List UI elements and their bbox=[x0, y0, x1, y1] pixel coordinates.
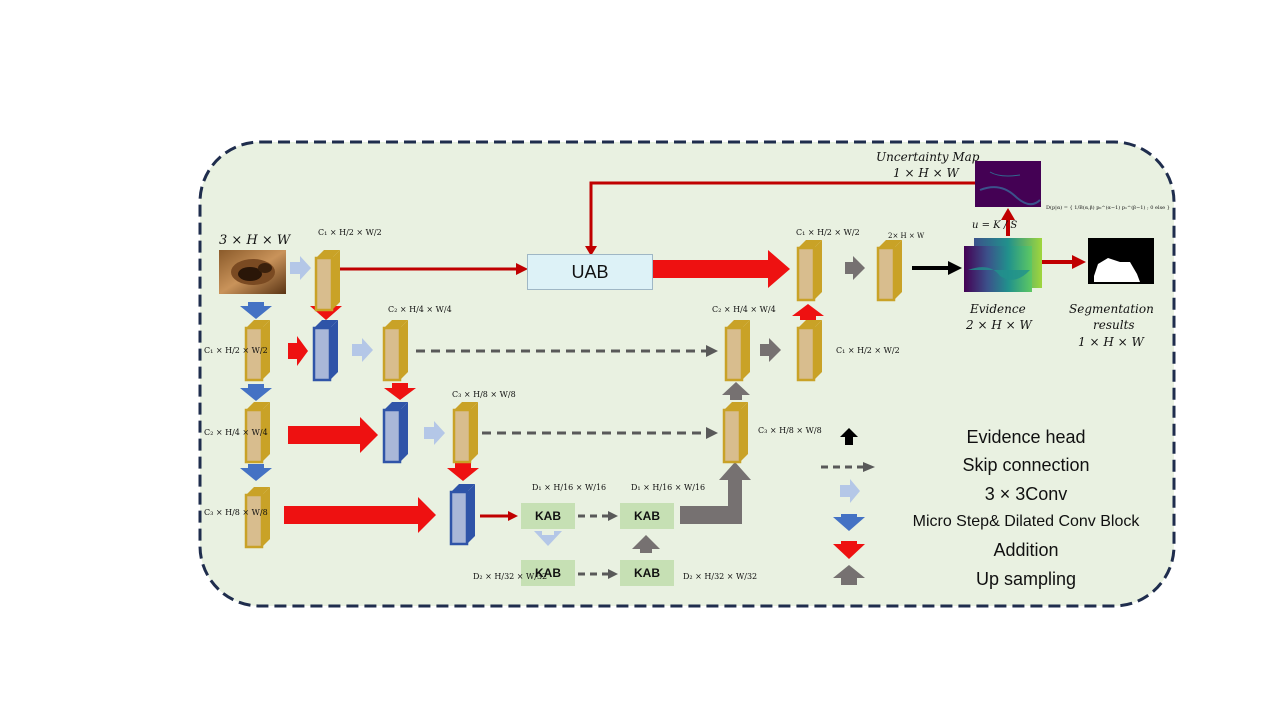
dim-enc-l4: C₃ × H/8 × W/8 bbox=[204, 508, 268, 517]
dim-dec-top: C₁ × H/2 × W/2 bbox=[796, 228, 860, 237]
skip-arrowhead-2 bbox=[706, 427, 718, 439]
uncertainty-feedback-line bbox=[589, 181, 975, 248]
feature-enc-top bbox=[314, 250, 340, 312]
uncertainty-map-image bbox=[975, 161, 1041, 207]
input-endoscopy-image bbox=[219, 250, 286, 294]
feature-blue-l3 bbox=[382, 402, 408, 464]
upsample-arrow-right-1 bbox=[760, 338, 781, 362]
segmentation-title: Segmentation bbox=[1069, 302, 1154, 316]
dim-kab-1: D₁ × H/16 × W/16 bbox=[532, 483, 607, 492]
dim-mid-l3: C₃ × H/8 × W/8 bbox=[452, 390, 516, 399]
skip-arrowhead-kab-bottom bbox=[608, 569, 618, 579]
evidence-dim: 2 × H × W bbox=[966, 318, 1032, 332]
conv-arrow-4 bbox=[534, 531, 562, 546]
red-arrow-l2 bbox=[288, 336, 308, 366]
black-arrow-up-icon bbox=[840, 428, 858, 445]
kab-block-2: KAB bbox=[620, 503, 674, 529]
red-arrow-down-icon bbox=[833, 541, 865, 559]
uab-output-arrow bbox=[652, 250, 790, 288]
conv-arrow-3 bbox=[424, 421, 445, 445]
dim-kab-4: D₂ × H/32 × W/32 bbox=[683, 572, 758, 581]
blue-arrow-down-icon bbox=[833, 514, 865, 531]
evidence-title: Evidence bbox=[970, 302, 1026, 316]
top-red-arrowhead bbox=[516, 263, 528, 275]
dim-dec-mid: C₂ × H/4 × W/4 bbox=[712, 305, 776, 314]
evidence-to-seg-arrowhead bbox=[1072, 255, 1086, 269]
kab-block-1: KAB bbox=[521, 503, 575, 529]
legend-conv: 3 × 3Conv bbox=[984, 484, 1068, 504]
conv-arrow-1 bbox=[290, 256, 311, 280]
micro-step-arrow-2 bbox=[240, 384, 272, 401]
red-arrow-l4 bbox=[284, 497, 436, 533]
evidence-map-image bbox=[964, 238, 1042, 292]
addition-arrow-3 bbox=[447, 463, 479, 481]
top-right-dim: 2× H × W bbox=[888, 232, 925, 240]
upsample-kab-arrow bbox=[632, 535, 660, 553]
feature-blue-l2 bbox=[312, 320, 338, 382]
input-dim-label: 3 × H × W bbox=[219, 233, 291, 248]
addition-arrow-up bbox=[792, 304, 824, 320]
kab-block-3: KAB bbox=[521, 560, 575, 586]
dim-enc-l3: C₂ × H/4 × W/4 bbox=[204, 428, 268, 437]
kab-input-arrowhead bbox=[508, 511, 518, 521]
legend-icons bbox=[821, 428, 875, 585]
upsample-big-arrow bbox=[680, 462, 751, 524]
addition-arrow-2 bbox=[384, 383, 416, 400]
micro-step-arrow-3 bbox=[240, 464, 272, 481]
legend-skip-connection: Skip connection bbox=[962, 455, 1090, 475]
feature-dec-right bbox=[796, 320, 822, 382]
legend-up-sampling: Up sampling bbox=[975, 569, 1077, 589]
legend-addition: Addition bbox=[993, 540, 1059, 560]
upsample-arrow-right-2 bbox=[845, 256, 865, 280]
legend-evidence-head: Evidence head bbox=[966, 427, 1086, 447]
feature-enc-l3 bbox=[244, 402, 270, 464]
light-blue-arrow-icon bbox=[840, 479, 860, 503]
feature-mid-top bbox=[382, 320, 408, 382]
feature-dec-top bbox=[796, 240, 822, 302]
dim-kab-3: D₂ × H/32 × W/32 bbox=[473, 572, 548, 581]
u-formula: u = K / S bbox=[972, 220, 1018, 231]
feature-dec-final bbox=[876, 240, 902, 302]
skip-arrowhead-1 bbox=[706, 345, 718, 357]
uab-block: UAB bbox=[527, 254, 653, 290]
conv-arrow-2 bbox=[352, 338, 373, 362]
dim-enc-l2: C₁ × H/2 × W/2 bbox=[204, 346, 268, 355]
dirichlet-formula: D(p|α) = { 1/B(α,β) p₀^(α−1) p₁^(β−1) ; … bbox=[1046, 205, 1170, 211]
evidence-head-arrowhead bbox=[948, 261, 962, 275]
feature-enc-l2 bbox=[244, 320, 270, 382]
segmentation-result-image bbox=[1088, 238, 1154, 284]
feature-blue-l4 bbox=[449, 484, 475, 546]
skip-arrowhead-kab-top bbox=[608, 511, 618, 521]
network-frame bbox=[198, 140, 1176, 608]
gray-arrow-up-icon bbox=[833, 565, 865, 585]
uncertainty-dim: 1 × H × W bbox=[893, 166, 959, 180]
dim-kab-2: D₁ × H/16 × W/16 bbox=[631, 483, 706, 492]
feature-mid-l3 bbox=[452, 402, 478, 464]
dim-dec-low: C₃ × H/8 × W/8 bbox=[758, 426, 822, 435]
dim-dec-right: C₁ × H/2 × W/2 bbox=[836, 346, 900, 355]
legend-micro-step: Micro Step& Dilated Conv Block bbox=[912, 513, 1140, 530]
segmentation-dim: 1 × H × W bbox=[1078, 335, 1144, 349]
dim-mid-top: C₂ × H/4 × W/4 bbox=[388, 305, 452, 314]
kab-block-4: KAB bbox=[620, 560, 674, 586]
feature-dec-l3 bbox=[722, 402, 748, 464]
red-arrow-l3 bbox=[288, 417, 378, 453]
micro-step-arrow-1 bbox=[240, 302, 272, 319]
uncertainty-feedback-arrowhead bbox=[585, 246, 597, 256]
feature-dec-mid bbox=[724, 320, 750, 382]
dim-enc-top: C₁ × H/2 × W/2 bbox=[318, 228, 382, 237]
segmentation-title-2: results bbox=[1093, 318, 1135, 332]
feature-enc-l4 bbox=[244, 487, 270, 549]
uncertainty-title: Uncertainty Map bbox=[876, 150, 980, 164]
upsample-arrow-2 bbox=[722, 382, 750, 400]
evidence-to-uncertainty-arrowhead bbox=[1001, 208, 1015, 220]
